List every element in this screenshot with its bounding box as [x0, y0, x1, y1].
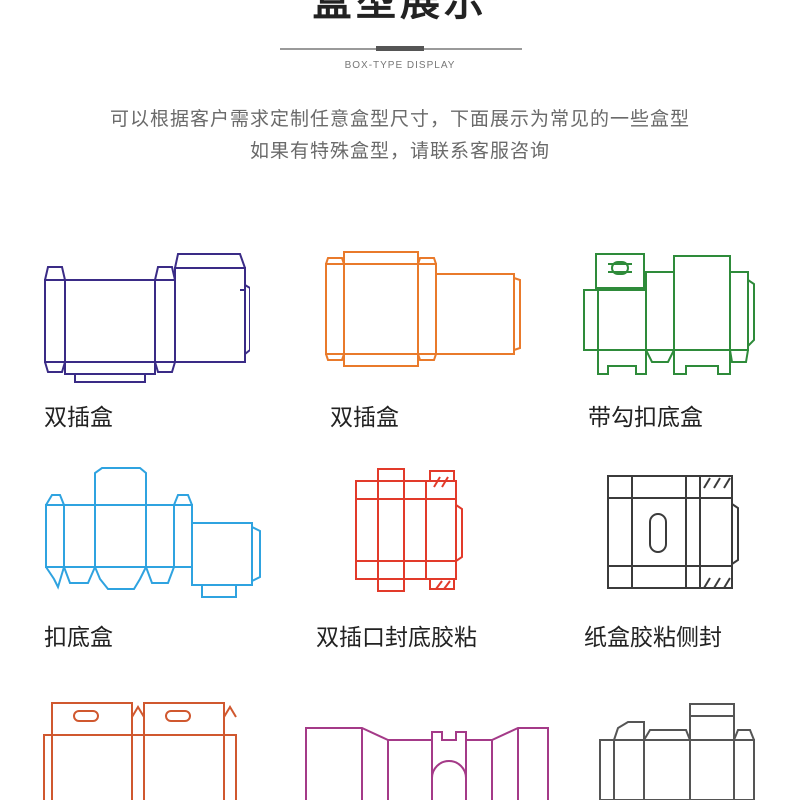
- box-type-label-4: 扣底盒: [44, 625, 113, 651]
- handle-box-dieline-icon: [40, 695, 240, 800]
- box-type-label-3: 带勾扣底盒: [588, 405, 703, 431]
- page-title: 盒型展示: [312, 0, 488, 25]
- lock-bottom-box-dieline-icon: [40, 465, 272, 603]
- title-divider-accent: [376, 46, 424, 51]
- double-tuck-box-dieline-icon: [40, 250, 250, 390]
- box-type-label-6: 纸盒胶粘侧封: [584, 625, 722, 651]
- box-type-label-2: 双插盒: [330, 405, 399, 431]
- box-type-label-1: 双插盒: [44, 405, 113, 431]
- intro-line-1: 可以根据客户需求定制任意盒型尺寸，下面展示为常见的一些盒型: [109, 108, 690, 130]
- intro-line-2: 如果有特殊盒型，请联系客服咨询: [249, 140, 550, 162]
- page-subtitle: BOX-TYPE DISPLAY: [344, 60, 456, 71]
- pillow-box-dieline-icon: [302, 718, 552, 800]
- window-box-dieline-icon: [598, 700, 758, 800]
- box-type-label-5: 双插口封底胶粘: [316, 625, 477, 651]
- double-tuck-box-dieline-icon-2: [318, 250, 528, 368]
- tuck-top-glued-bottom-dieline-icon: [350, 465, 470, 597]
- glued-side-seal-box-dieline-icon: [604, 470, 744, 598]
- hook-lock-bottom-box-dieline-icon: [582, 250, 757, 385]
